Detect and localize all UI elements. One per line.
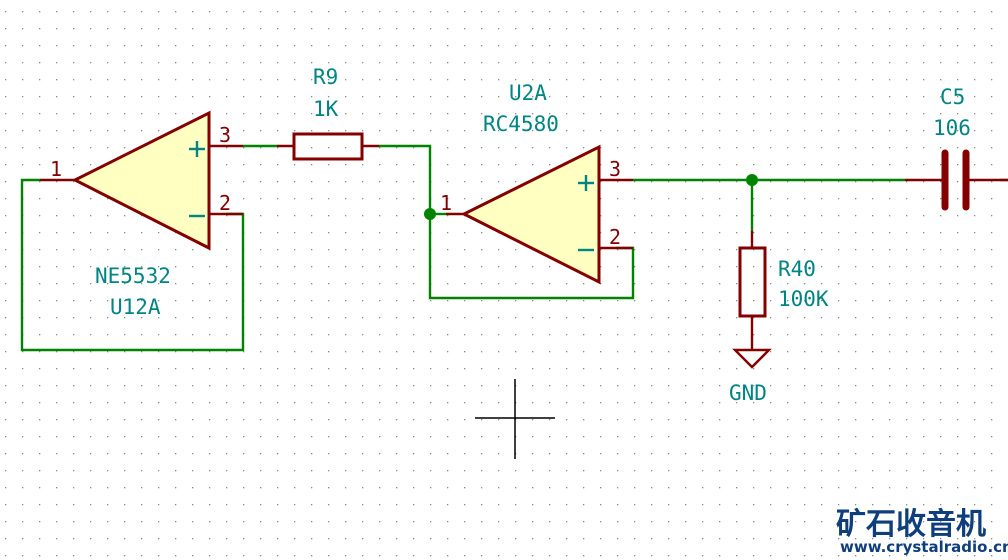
plus-sign-icon — [578, 175, 594, 191]
u2a-pin2-number: 2 — [609, 225, 621, 249]
opamp-u2a-body — [460, 144, 601, 285]
r40-reference: R40 — [778, 257, 816, 281]
r9-value: 1K — [313, 97, 339, 121]
u2a-pin3-number: 3 — [609, 157, 621, 181]
opamp-u12a-body — [71, 110, 211, 251]
u12a-reference: U12A — [110, 295, 161, 319]
u12a-pin2-number: 2 — [219, 191, 231, 215]
u12a-value: NE5532 — [95, 264, 171, 288]
c5-reference: C5 — [940, 85, 965, 109]
u12a-pin1-number: 1 — [50, 157, 62, 181]
r9-reference: R9 — [313, 65, 338, 89]
gnd-label: GND — [729, 381, 767, 405]
u2a-pin1-number: 1 — [440, 191, 452, 215]
wire-r9-to-u2a[interactable] — [379, 144, 432, 214]
junction-dot-u2a-out — [424, 208, 436, 220]
u2a-value: RC4580 — [483, 112, 559, 136]
resistor-r9[interactable]: R9 1K — [277, 65, 379, 161]
crosshair-cursor-icon — [475, 379, 555, 459]
junction-dot-c5-node — [746, 174, 758, 186]
ground-icon — [732, 348, 772, 369]
r40-value: 100K — [778, 287, 829, 311]
watermark-url: www.crystalradio.cn — [840, 538, 1008, 556]
plus-sign-icon — [189, 141, 205, 157]
resistor-r40[interactable]: R40 100K — [738, 231, 829, 350]
capacitor-c5[interactable]: C5 106 — [905, 85, 1008, 211]
u2a-reference: U2A — [509, 81, 547, 105]
gnd-symbol[interactable]: GND — [729, 348, 772, 405]
opamp-u2a[interactable]: 1 3 2 U2A RC4580 — [440, 81, 633, 285]
u12a-pin3-number: 3 — [219, 123, 231, 147]
opamp-u12a[interactable]: 1 3 2 NE5532 U12A — [40, 110, 243, 319]
watermark-title: 矿石收音机 — [836, 507, 986, 542]
c5-value: 106 — [933, 116, 971, 140]
